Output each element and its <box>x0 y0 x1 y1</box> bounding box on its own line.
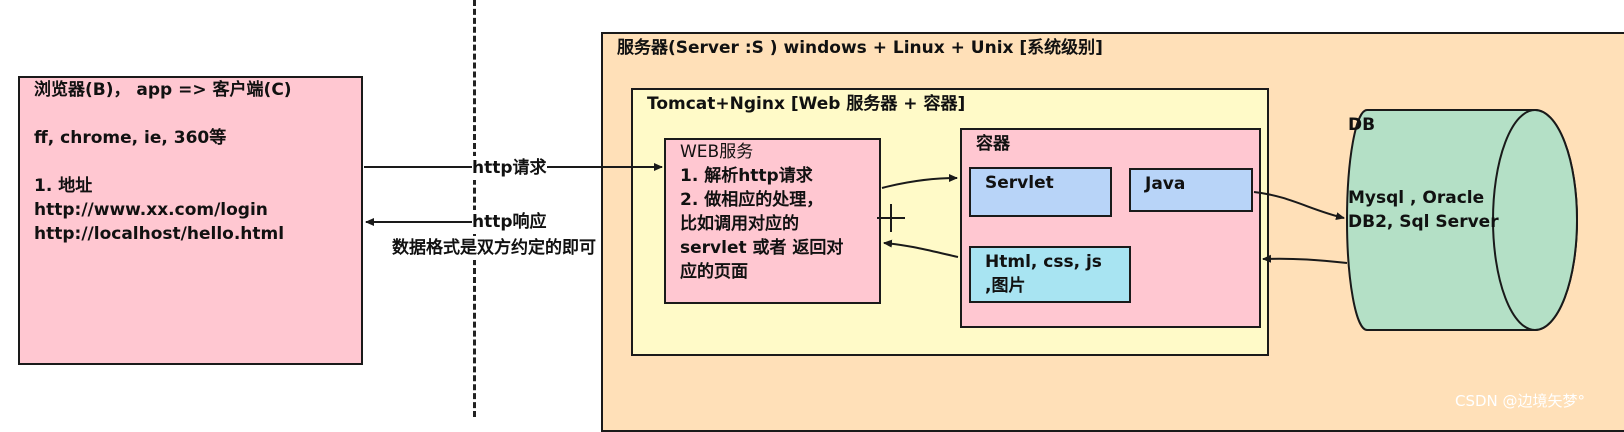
db-title: DB <box>1348 115 1376 135</box>
web-service-line-4: servlet 或者 返回对 <box>680 238 844 258</box>
request-label: http请求 <box>472 156 547 180</box>
client-server-divider <box>473 0 476 417</box>
web-to-container-arrow <box>881 174 958 189</box>
browser-url-2: http://localhost/hello.html <box>34 224 285 244</box>
server-title: 服务器(Server :S ) windows + Linux + Unix [… <box>617 38 1103 58</box>
static-resources-line-1: Html, css, js <box>985 252 1102 272</box>
database-cylinder <box>1346 109 1578 331</box>
web-service-text: WEB服务 1. 解析http请求 2. 做相应的处理， 比如调用对应的 ser… <box>680 140 843 284</box>
browser-clients: ff, chrome, ie, 360等 <box>34 128 227 148</box>
container-title: 容器 <box>976 134 1010 154</box>
servlet-label: Servlet <box>985 173 1054 193</box>
web-service-line-5: 应的页面 <box>680 262 748 282</box>
web-service-box: WEB服务 1. 解析http请求 2. 做相应的处理， 比如调用对应的 ser… <box>664 138 881 304</box>
database-cylinder-end <box>1492 109 1578 331</box>
browser-title: 浏览器(B)， app => 客户端(C) <box>34 80 292 100</box>
web-service-line-1: 1. 解析http请求 <box>680 166 813 186</box>
static-resources-text: Html, css, js ,图片 <box>985 250 1102 298</box>
browser-client-box: 浏览器(B)， app => 客户端(C) ff, chrome, ie, 36… <box>18 76 363 365</box>
web-service-line-3: 比如调用对应的 <box>680 214 799 234</box>
static-resources-line-2: ,图片 <box>985 276 1026 296</box>
db-line-1: Mysql , Oracle <box>1348 188 1485 208</box>
response-label: http响应 <box>472 210 547 234</box>
browser-text: 浏览器(B)， app => 客户端(C) ff, chrome, ie, 36… <box>34 78 292 246</box>
java-to-db-arrow <box>1253 191 1345 221</box>
servlet-box: Servlet <box>969 167 1112 217</box>
web-service-line-2: 2. 做相应的处理， <box>680 190 824 210</box>
db-to-container-arrow <box>1262 254 1348 264</box>
java-label: Java <box>1145 174 1186 194</box>
web-service-title: WEB服务 <box>680 142 754 162</box>
java-box: Java <box>1129 168 1253 212</box>
container-to-web-arrow <box>883 239 959 258</box>
browser-url-1: http://www.xx.com/login <box>34 200 268 220</box>
connection-arrows <box>364 163 1348 264</box>
csdn-watermark: CSDN @边境矢梦° <box>1455 392 1586 410</box>
tomcat-title: Tomcat+Nginx [Web 服务器 + 容器] <box>647 94 966 114</box>
static-resources-box: Html, css, js ,图片 <box>969 246 1131 303</box>
response-format-note: 数据格式是双方约定的即可 <box>392 236 596 260</box>
browser-address-heading: 1. 地址 <box>34 176 93 196</box>
db-line-2: DB2, Sql Server <box>1348 212 1499 232</box>
